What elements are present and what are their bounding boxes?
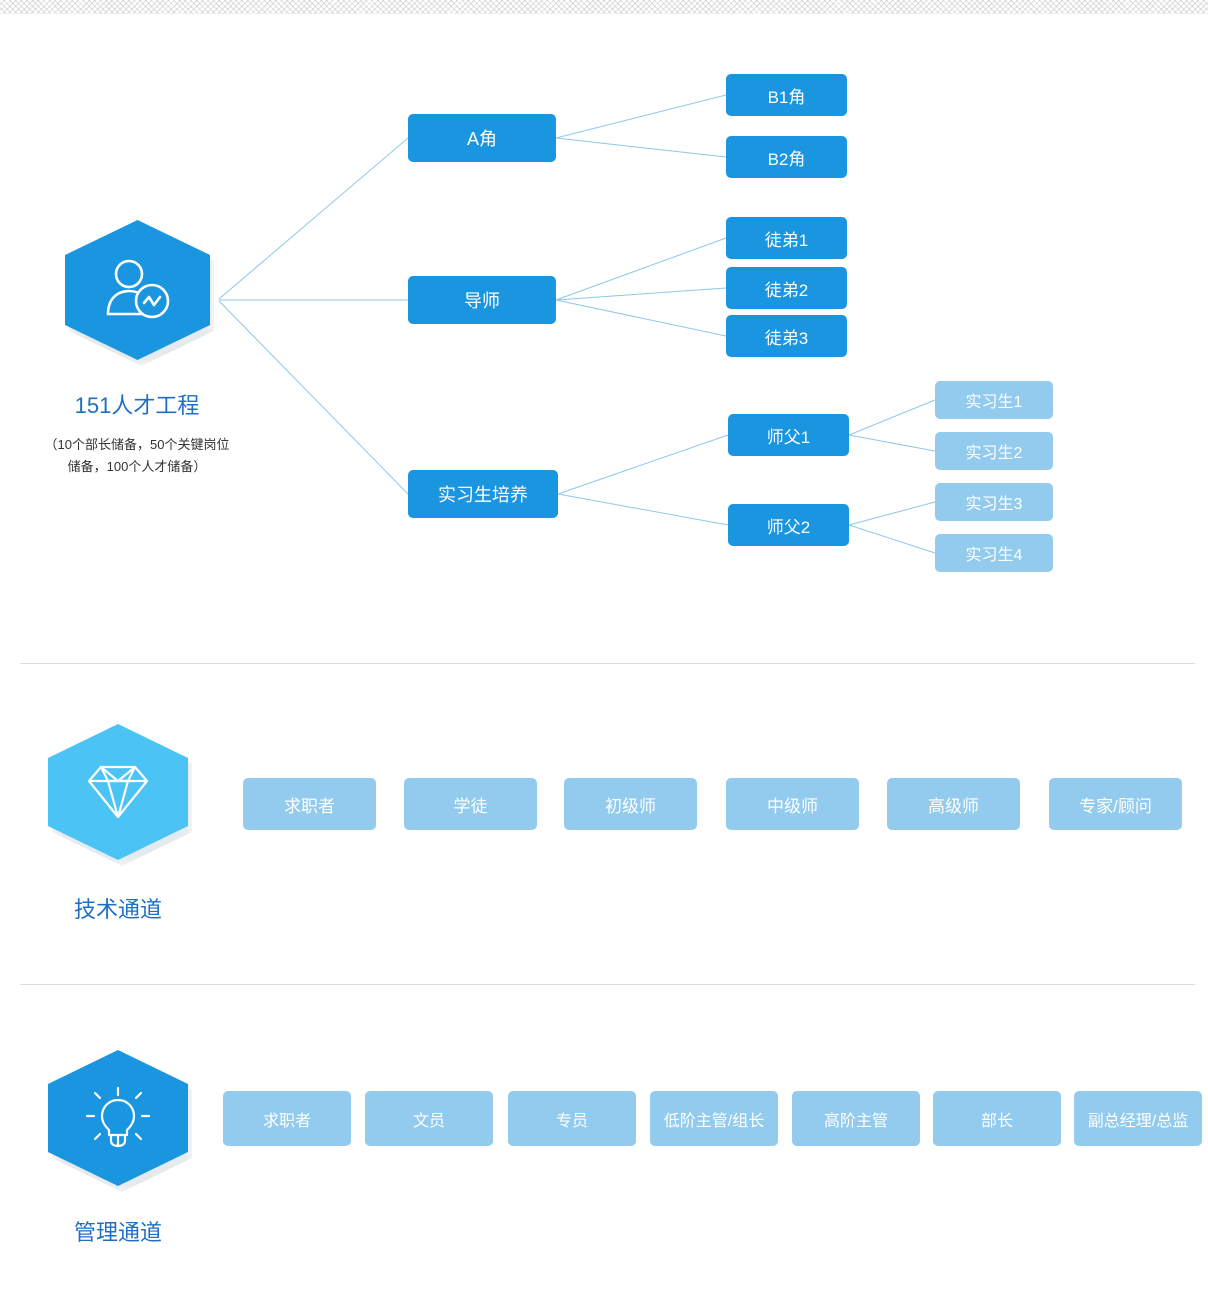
node-intern-4[interactable]: 实习生4 <box>935 534 1053 572</box>
diamond-icon <box>87 763 149 821</box>
mgmt-level-1[interactable]: 文员 <box>365 1091 493 1146</box>
top-hatch-strip <box>0 0 1208 14</box>
node-apprentice-3[interactable]: 徒弟3 <box>726 315 847 357</box>
talent-program-hexagon[interactable] <box>65 220 210 360</box>
node-b2-role[interactable]: B2角 <box>726 136 847 178</box>
mgmt-level-3[interactable]: 低阶主管/组长 <box>650 1091 778 1146</box>
mgmt-level-2[interactable]: 专员 <box>508 1091 636 1146</box>
tech-level-0[interactable]: 求职者 <box>243 778 376 830</box>
mgmt-level-4[interactable]: 高阶主管 <box>792 1091 920 1146</box>
person-chart-icon <box>102 256 174 324</box>
node-apprentice-1[interactable]: 徒弟1 <box>726 217 847 259</box>
node-intern-1[interactable]: 实习生1 <box>935 381 1053 419</box>
tech-level-1[interactable]: 学徒 <box>404 778 537 830</box>
mgmt-level-0[interactable]: 求职者 <box>223 1091 351 1146</box>
tech-level-3[interactable]: 中级师 <box>726 778 859 830</box>
management-channel-title: 管理通道 <box>73 1220 162 1245</box>
technical-channel-title: 技术通道 <box>73 897 162 922</box>
tech-level-2[interactable]: 初级师 <box>564 778 697 830</box>
tech-level-4[interactable]: 高级师 <box>887 778 1020 830</box>
mgmt-level-6[interactable]: 副总经理/总监 <box>1074 1091 1202 1146</box>
technical-channel-hexagon[interactable] <box>48 724 188 860</box>
talent-program-subtitle-line2: 储备，100个人才储备） <box>67 459 207 474</box>
mgmt-level-5[interactable]: 部长 <box>933 1091 1061 1146</box>
lightbulb-icon <box>85 1086 151 1150</box>
tech-level-5[interactable]: 专家/顾问 <box>1049 778 1182 830</box>
section-divider-1 <box>20 663 1195 664</box>
node-intern-3[interactable]: 实习生3 <box>935 483 1053 521</box>
node-intern-training[interactable]: 实习生培养 <box>408 470 558 518</box>
node-intern-2[interactable]: 实习生2 <box>935 432 1053 470</box>
talent-program-title: 151人才工程 <box>74 393 200 418</box>
node-apprentice-2[interactable]: 徒弟2 <box>726 267 847 309</box>
node-master-2[interactable]: 师父2 <box>728 504 849 546</box>
node-mentor[interactable]: 导师 <box>408 276 556 324</box>
node-master-1[interactable]: 师父1 <box>728 414 849 456</box>
section-divider-2 <box>20 984 1195 985</box>
talent-program-subtitle-line1: （10个部长储备，50个关键岗位 <box>44 437 230 452</box>
talent-program-subtitle: （10个部长储备，50个关键岗位 储备，100个人才储备） <box>12 434 262 478</box>
node-a-role[interactable]: A角 <box>408 114 556 162</box>
node-b1-role[interactable]: B1角 <box>726 74 847 116</box>
